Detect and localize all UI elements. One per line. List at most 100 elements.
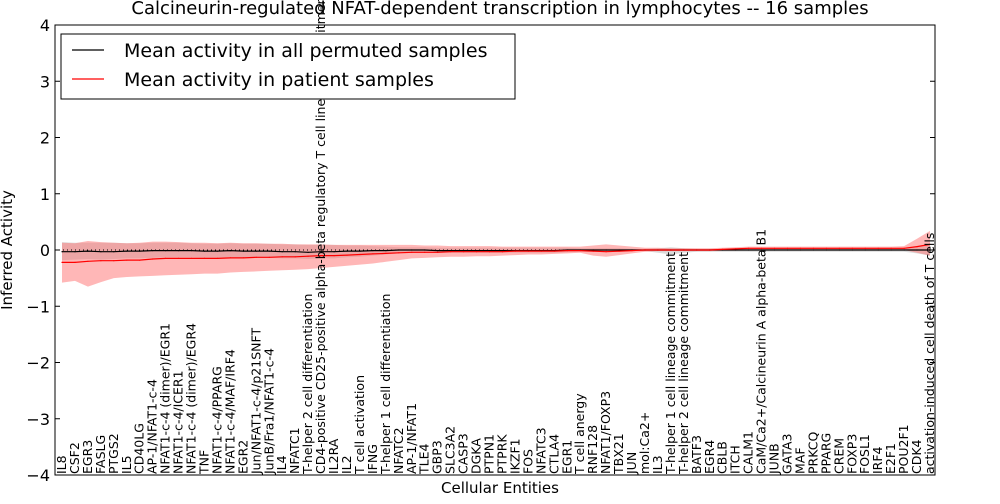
category-label: IL4	[274, 455, 289, 474]
series-line-patient-point	[773, 247, 776, 249]
series-line-permuted-point	[812, 249, 815, 251]
category-label: IL2	[339, 455, 354, 474]
category-label: IFNG	[365, 444, 380, 474]
series-line-permuted-point	[385, 250, 387, 252]
series-line-patient-point	[540, 250, 542, 252]
category-label: NFAT1-c-4/PPARG	[210, 366, 225, 474]
category-label: activation-induced cell death of T cells	[922, 233, 937, 474]
series-line-patient-point	[709, 249, 711, 251]
series-line-patient-point	[424, 251, 426, 253]
category-label: NFATC3	[533, 427, 548, 474]
y-tick-label: 2	[40, 129, 50, 148]
series-line-permuted-point	[178, 250, 180, 252]
category-label: TBX21	[611, 433, 626, 475]
category-label: CALM1	[741, 431, 756, 474]
plot-area-frame	[54, 24, 936, 476]
category-label: CSF2	[67, 442, 82, 474]
series-line-patient-point	[191, 257, 193, 259]
category-label: NFAT1-c-4 (dimer)/EGR4	[184, 323, 199, 474]
category-label: NFAT1-c-4/ICER1	[171, 370, 186, 474]
category-label: T-helper 2 cell differentiation	[300, 294, 315, 475]
series-line-permuted-point	[825, 249, 828, 251]
series-line-patient-point	[825, 247, 828, 249]
series-line-patient-point	[722, 248, 724, 250]
series-line-permuted-point	[242, 250, 244, 252]
series-line-permuted-point	[191, 250, 193, 252]
series-line-permuted-point	[773, 249, 776, 251]
series-line-patient-point	[566, 250, 568, 252]
category-label: IRF4	[870, 446, 885, 474]
x-axis-label: Cellular Entities	[441, 479, 559, 497]
series-line-permuted-point	[501, 250, 504, 252]
category-label: CDK4	[909, 439, 924, 474]
series-line-permuted-point	[618, 249, 620, 251]
series-line-permuted-point	[592, 249, 594, 251]
series-line-patient-point	[255, 256, 257, 258]
series-line-patient-point	[165, 257, 167, 259]
series-line-permuted-point	[748, 249, 750, 251]
series-line-permuted-point	[100, 251, 102, 253]
category-label: T cell anergy	[572, 393, 587, 475]
category-label: mol:Ca2+	[637, 412, 652, 474]
category-label: TNF	[197, 450, 212, 475]
series-line-patient-point	[916, 246, 918, 248]
series-line-patient-point	[488, 251, 491, 253]
category-label: DGKA	[469, 438, 484, 474]
category-label: AP-1/NFAT1-c-4	[145, 379, 160, 474]
category-label: PPARG	[818, 433, 833, 474]
series-line-permuted-point	[398, 249, 400, 251]
series-line-permuted-point	[916, 249, 918, 251]
series-line-permuted-point	[165, 250, 167, 252]
series-lines	[55, 243, 935, 263]
series-line-patient-point	[592, 250, 594, 252]
series-line-permuted-point	[463, 250, 465, 252]
series-line-patient-point	[864, 247, 866, 249]
series-line-permuted-point	[864, 249, 866, 251]
y-axis-label: Inferred Activity	[0, 190, 16, 310]
series-line-patient-point	[437, 251, 439, 253]
series-line-patient-point	[87, 260, 89, 262]
category-label: MAF	[792, 447, 807, 474]
series-line-permuted-point	[255, 250, 257, 252]
category-label: JUNB	[767, 443, 782, 475]
series-line-patient-point	[877, 247, 879, 249]
series-line-patient-point	[281, 256, 283, 258]
series-line-patient-point	[411, 251, 413, 253]
category-label: AP-1/NFAT1	[404, 403, 419, 474]
series-line-patient-point	[126, 259, 128, 261]
y-tick-label: 3	[40, 72, 50, 91]
legend: Mean activity in all permuted samples Me…	[60, 33, 516, 100]
series-line-permuted-point	[346, 250, 348, 252]
series-line-permuted-point	[152, 250, 154, 252]
series-line-patient-point	[385, 252, 387, 254]
series-line-permuted-point	[890, 249, 892, 251]
series-line-permuted-point	[735, 249, 737, 251]
category-label: GATA3	[780, 434, 795, 474]
category-label: JunB/Fra1/NFAT1-c-4	[261, 348, 276, 475]
series-line-permuted-point	[61, 251, 63, 253]
series-line-patient-point	[786, 247, 789, 249]
category-label: IL8	[54, 455, 69, 474]
series-line-patient-point	[618, 250, 620, 252]
category-label: IKZF1	[507, 438, 522, 474]
series-line-patient-point	[178, 257, 180, 259]
category-labels: IL8CSF2EGR3FASLGPTGS2IL5CD40LGAP-1/NFAT1…	[54, 0, 937, 475]
series-line-patient-point	[890, 247, 892, 249]
category-label: EGR3	[80, 440, 95, 474]
series-line-patient-point	[657, 249, 659, 251]
series-line-permuted-point	[372, 250, 374, 252]
series-line-permuted-point	[268, 250, 270, 252]
category-label: T-helper 2 cell lineage commitment	[676, 252, 691, 475]
series-line-patient-point	[398, 252, 400, 254]
category-label: CTLA4	[546, 434, 561, 474]
category-label: IL5	[119, 455, 134, 474]
category-label: CBLB	[715, 441, 730, 474]
series-line-patient-point	[579, 250, 581, 252]
y-tick-label: 1	[40, 185, 50, 204]
y-tick-label: −2	[26, 354, 50, 373]
series-line-permuted-point	[411, 249, 413, 251]
series-line-patient-point	[696, 249, 698, 251]
series-line-permuted-point	[476, 250, 478, 252]
category-label: EGR1	[559, 440, 574, 474]
